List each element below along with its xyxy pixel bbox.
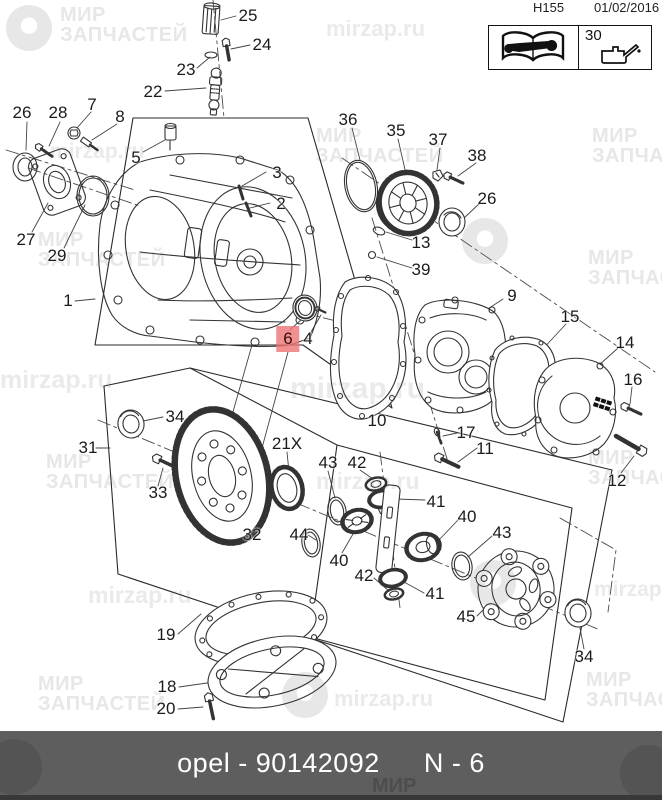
end-cover bbox=[533, 357, 617, 459]
pinion-gear-41b bbox=[378, 567, 408, 589]
doc-date: 01/02/2016 bbox=[594, 0, 660, 15]
gasket-10 bbox=[330, 274, 407, 420]
bolt-11 bbox=[433, 452, 461, 469]
side-gear-40b bbox=[404, 531, 442, 563]
footer-page-ref: N - 6 bbox=[423, 747, 485, 778]
oil-can-icon bbox=[601, 43, 641, 64]
retainer-clip bbox=[432, 169, 444, 182]
bolt-4 bbox=[314, 305, 327, 314]
bolt-12 bbox=[613, 433, 648, 457]
drum-bolt bbox=[443, 171, 465, 185]
shim-44 bbox=[301, 528, 321, 558]
differential-section-box bbox=[309, 444, 573, 701]
bolt-16 bbox=[620, 401, 644, 417]
differential-group bbox=[327, 476, 592, 630]
synchro-ring-21x bbox=[269, 464, 305, 512]
pin-13 bbox=[372, 226, 386, 236]
pinion-shaft bbox=[375, 484, 401, 574]
thrust-washer-42b bbox=[383, 587, 405, 601]
legend-icons bbox=[501, 31, 641, 64]
sensor-washer bbox=[204, 51, 218, 59]
o-ring-29 bbox=[76, 175, 110, 217]
dowel-pins bbox=[237, 184, 253, 218]
input-drum-group bbox=[343, 159, 466, 237]
footer-bar: МИР opel - 90142092 N - 6 bbox=[0, 731, 662, 800]
center-axes bbox=[5, 0, 656, 631]
drain-plug bbox=[67, 126, 81, 140]
bolt-17 bbox=[433, 427, 443, 445]
speed-sensor-assembly bbox=[201, 2, 231, 116]
diff-housing-45 bbox=[475, 548, 557, 630]
cover-plate-detail bbox=[592, 396, 613, 412]
pin-39 bbox=[367, 250, 377, 260]
seal-34b bbox=[564, 598, 592, 628]
left-flange-group bbox=[12, 126, 110, 217]
final-drive-group bbox=[117, 406, 321, 558]
oil-pan-group bbox=[194, 590, 337, 721]
oil-quantity-label: 30 bbox=[585, 27, 602, 44]
seal-34a bbox=[117, 409, 145, 439]
legend-divider bbox=[578, 26, 579, 69]
leader-lines bbox=[25, 15, 635, 710]
sensor-cap bbox=[201, 2, 221, 35]
footer-watermark-text: МИР bbox=[372, 775, 417, 797]
doc-code: H155 bbox=[533, 0, 565, 15]
ring-gear-32 bbox=[171, 406, 273, 546]
shaft-seal-6 bbox=[292, 294, 318, 322]
footer-part-number: opel - 90142092 bbox=[177, 747, 380, 778]
side-gear-40a bbox=[340, 507, 374, 535]
intermediate-case bbox=[413, 296, 507, 414]
book-wrench-icon bbox=[501, 31, 565, 62]
footer-bottom-strip bbox=[0, 795, 662, 800]
sensor-bolt bbox=[221, 37, 231, 62]
legend-box: 30 bbox=[488, 25, 652, 70]
clutch-drum bbox=[375, 169, 440, 237]
breather-plug bbox=[164, 122, 177, 151]
bearing-flange bbox=[28, 148, 86, 216]
lower-section-box bbox=[103, 367, 613, 723]
flange-bolt bbox=[34, 142, 54, 158]
oil-fitting bbox=[79, 136, 99, 152]
pan-bolt-20 bbox=[203, 692, 216, 721]
main-housing bbox=[98, 122, 322, 347]
footer-watermark-logo bbox=[620, 745, 662, 800]
sensor-body bbox=[208, 67, 223, 116]
